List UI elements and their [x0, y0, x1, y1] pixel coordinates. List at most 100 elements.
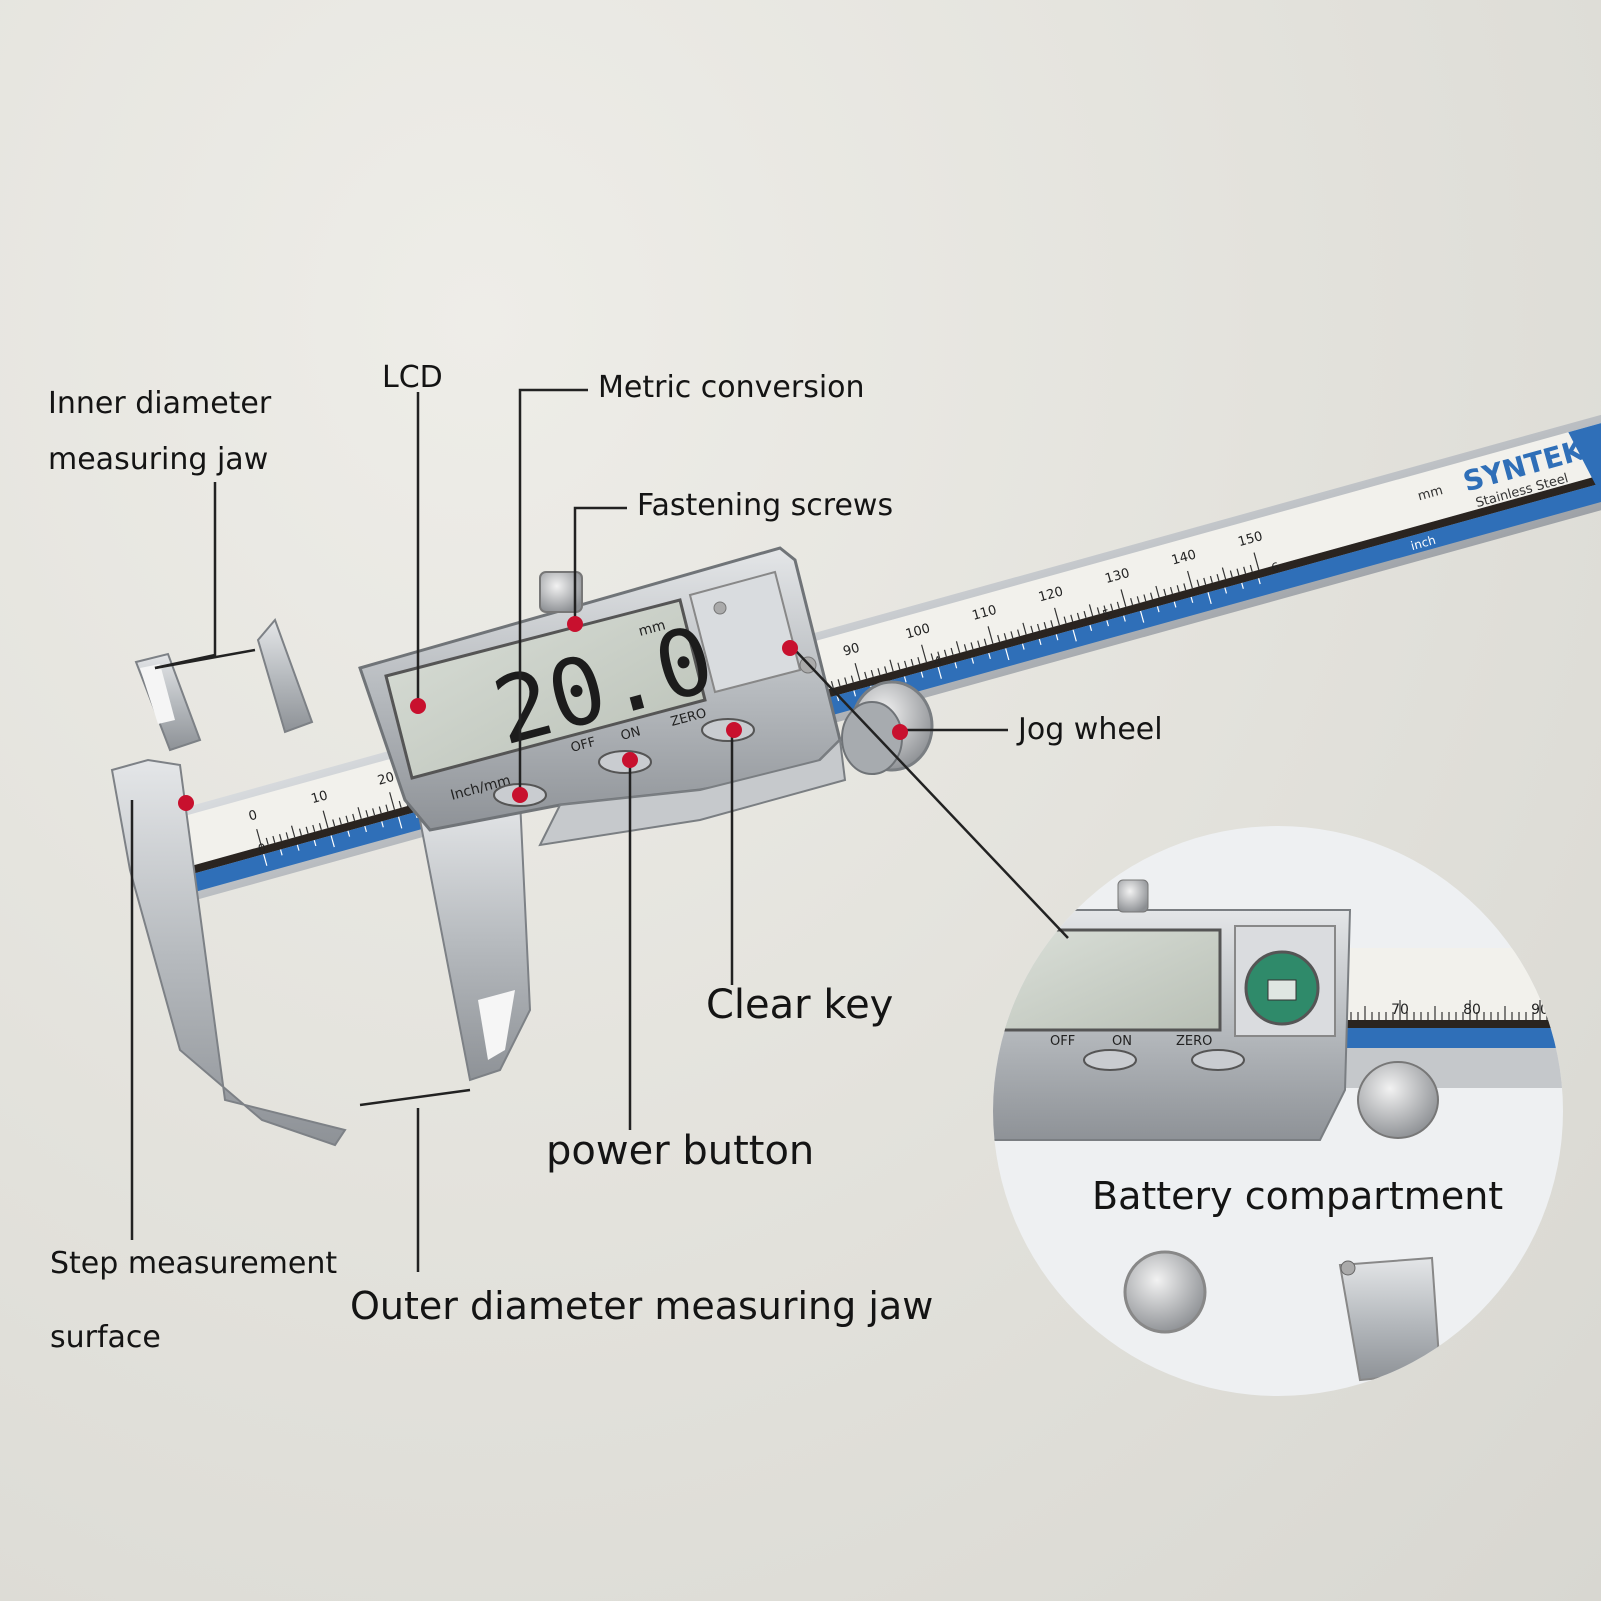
- inch-tick: [1241, 582, 1244, 589]
- mm-tick: [272, 835, 276, 843]
- inch-tick: [1072, 629, 1077, 642]
- mm-tick: [338, 817, 342, 825]
- mm-tick: [298, 828, 302, 836]
- inch-tick: [920, 671, 924, 678]
- mm-tick: [1163, 588, 1167, 596]
- mm-tick: [910, 658, 914, 666]
- mm-scale-label: 10: [310, 788, 330, 807]
- mm-tick: [1088, 604, 1094, 617]
- battery-inset: 70 80 90 OFF ON ZERO: [993, 826, 1563, 1396]
- mm-tick: [1010, 631, 1014, 639]
- mm-tick: [955, 641, 961, 654]
- mm-tick: [265, 837, 269, 845]
- mm-tick: [1003, 633, 1007, 641]
- label-battery-compartment: Battery compartment: [1092, 1174, 1504, 1218]
- leader-battery: [794, 649, 1069, 939]
- label-step-line2: surface: [50, 1320, 161, 1355]
- inset-beam-divider: [1320, 1020, 1563, 1028]
- mm-tick: [864, 671, 868, 679]
- mm-tick: [256, 828, 263, 847]
- mm-tick: [1050, 620, 1054, 628]
- inch-tick: [313, 840, 317, 847]
- mm-tick: [1096, 607, 1100, 615]
- inch-tick: [1139, 610, 1145, 623]
- inset-button: [1083, 1049, 1137, 1071]
- label-metric-conversion: Metric conversion: [598, 370, 865, 405]
- mm-tick: [837, 679, 841, 687]
- inch-tick: [347, 830, 351, 837]
- mm-tick: [318, 822, 322, 831]
- leader-inner-jaw: [154, 482, 217, 670]
- mm-tick: [963, 644, 967, 652]
- mm-tick: [983, 638, 987, 646]
- marker-lcd: [410, 698, 426, 714]
- mm-tick: [365, 810, 369, 818]
- inch-tick: [381, 821, 384, 828]
- mm-tick: [389, 792, 396, 810]
- mm-tick: [1183, 583, 1187, 591]
- mm-tick: [884, 666, 888, 674]
- mm-tick: [930, 653, 934, 661]
- label-power-button: power button: [546, 1128, 815, 1174]
- mm-tick: [352, 813, 356, 821]
- inch-tick: [1190, 596, 1194, 603]
- mm-scale-label: 130: [1103, 566, 1131, 587]
- mm-scale-label: 0: [247, 808, 259, 825]
- mm-tick: [1150, 592, 1154, 600]
- lcd-unit: mm: [637, 617, 667, 640]
- inch-tick: [1123, 615, 1126, 622]
- mm-tick: [1076, 612, 1080, 620]
- inch-tick: [279, 849, 283, 856]
- inch-tick: [1106, 620, 1109, 627]
- mm-tick: [1176, 585, 1180, 593]
- mm-tick: [937, 651, 941, 659]
- mm-tick: [870, 669, 874, 678]
- mm-tick: [372, 808, 376, 816]
- mm-scale-label: 100: [904, 621, 932, 642]
- label-inner-jaw-line2: measuring jaw: [48, 442, 269, 477]
- inset-lcd: [998, 928, 1222, 1032]
- mm-tick: [357, 807, 362, 819]
- mm-tick: [345, 815, 349, 823]
- inset-battery-contact: [1267, 979, 1297, 1001]
- mm-tick: [1253, 552, 1260, 571]
- inch-tick: [263, 854, 268, 866]
- mm-tick: [889, 659, 894, 672]
- slider-body: 20.00 mm Inch/mm OFF ON ZERO: [358, 546, 934, 847]
- mm-tick: [850, 675, 854, 683]
- cover-screw-top: [713, 601, 727, 615]
- mm-tick: [1063, 616, 1067, 624]
- inch-tick: [1055, 634, 1059, 641]
- leader-screws: [573, 506, 627, 625]
- mm-scale-label: 150: [1236, 529, 1264, 550]
- marker-step-surface: [178, 795, 194, 811]
- marker-metric-button: [512, 787, 528, 803]
- inch-tick: [853, 690, 857, 697]
- mm-tick: [1169, 586, 1173, 595]
- mm-tick: [1036, 623, 1041, 631]
- slider-jaws: [256, 618, 532, 1082]
- outer-jaw-slider-tip: [478, 990, 515, 1060]
- mm-tick: [1130, 598, 1134, 606]
- fastening-screw[interactable]: [539, 571, 583, 613]
- mm-tick: [1030, 625, 1034, 633]
- mm-tick: [285, 832, 289, 840]
- mm-tick: [970, 642, 974, 650]
- loose-cover-screw: [1418, 1358, 1434, 1374]
- inset-beam-inch: [1320, 1028, 1563, 1048]
- mm-tick: [1043, 622, 1047, 630]
- inch-tick: [1021, 643, 1025, 650]
- inch-tick: [296, 844, 300, 851]
- mm-tick: [1116, 601, 1120, 609]
- inch-tick: [1005, 648, 1010, 661]
- mm-tick: [877, 668, 881, 676]
- outer-jaw-fixed: [110, 758, 347, 1147]
- mm-tick: [977, 640, 981, 648]
- inch-tick: [1207, 592, 1212, 605]
- off-label: OFF: [569, 735, 597, 756]
- inch-tick: [971, 657, 975, 664]
- leader-outer-jaw-bar: [359, 1088, 471, 1107]
- mm-tick: [987, 626, 994, 644]
